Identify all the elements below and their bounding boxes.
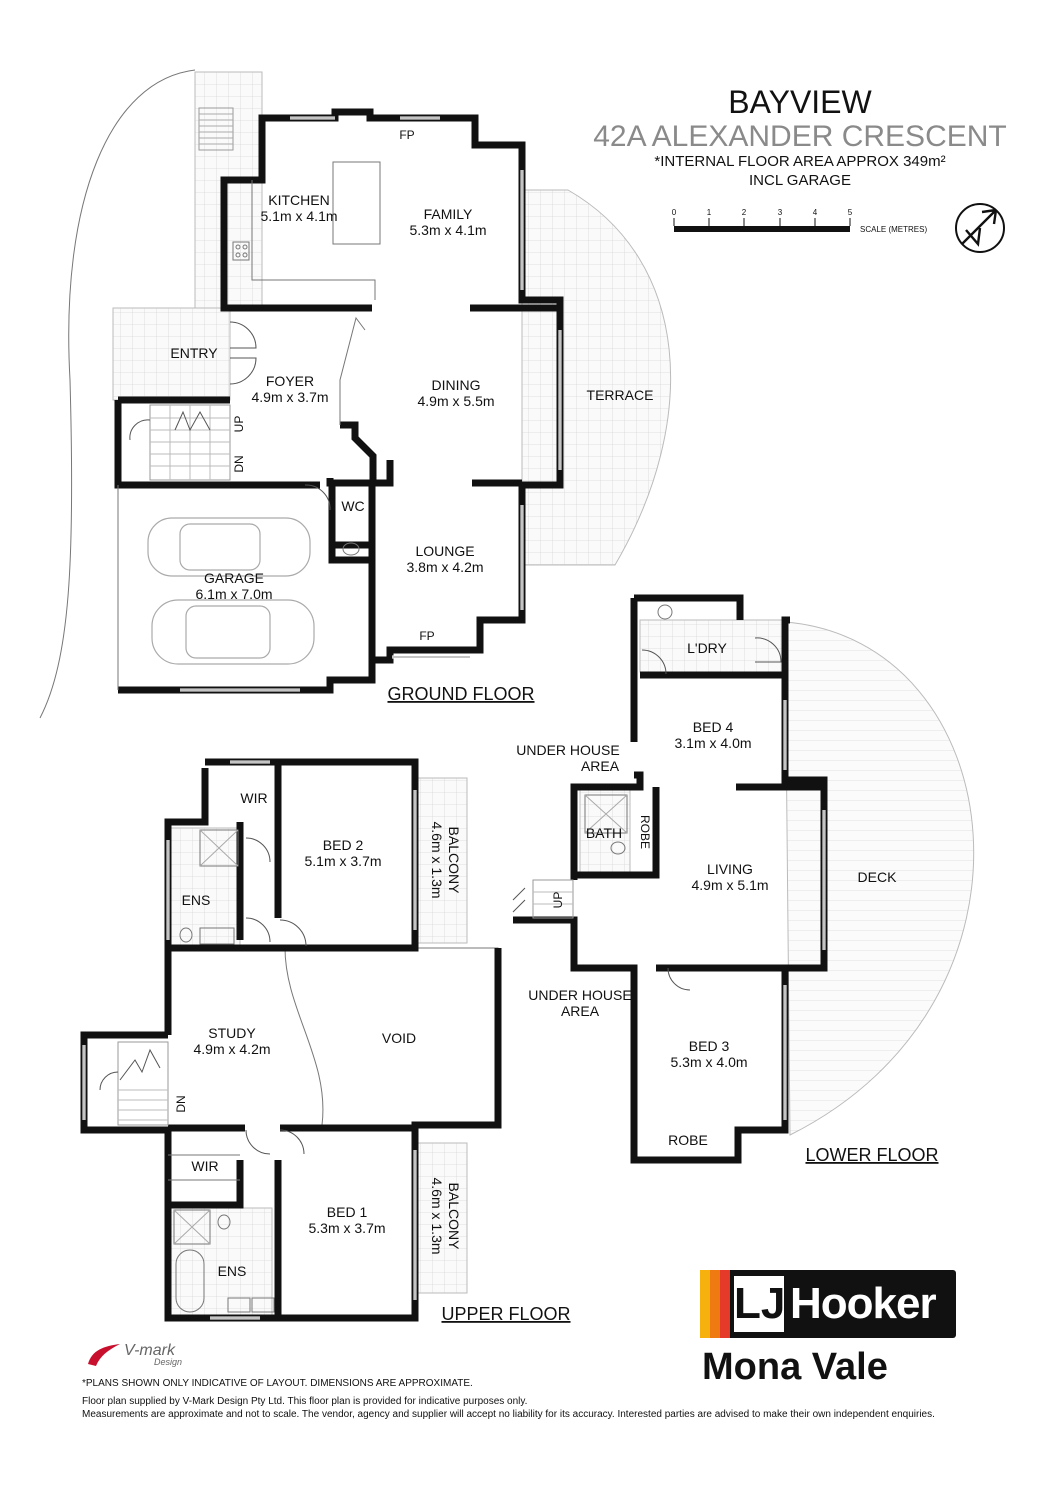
wir-top-label: WIR (240, 790, 267, 806)
scale-tick-2: 2 (742, 208, 747, 217)
family-size: 5.3m x 4.1m (409, 222, 486, 238)
ground-floor-plan: KITCHEN 5.1m x 4.1m FAMILY 5.3m x 4.1m F… (39, 69, 671, 719)
scale-label: SCALE (METRES) (860, 225, 927, 234)
laundry-label: L'DRY (687, 640, 727, 656)
bed2-size: 5.1m x 3.7m (304, 853, 381, 869)
upper-floor-plan: WIR BED 2 5.1m x 3.7m BALCONY 4.6m x 1.3… (80, 758, 571, 1324)
kitchen-label: KITCHEN (268, 192, 329, 208)
study-size: 4.9m x 4.2m (193, 1041, 270, 1057)
robe-side-label: ROBE (638, 815, 652, 849)
lower-floor-title: LOWER FLOOR (805, 1145, 938, 1165)
vmark-logo-sub: Design (154, 1357, 183, 1367)
disclaimer-2: Floor plan supplied by V-Mark Design Pty… (82, 1396, 528, 1407)
entry-label: ENTRY (170, 345, 218, 361)
ground-stairs (129, 404, 231, 481)
balcony-bottom-label: BALCONY (446, 1183, 462, 1251)
upper-stairs-down-label: DN (174, 1095, 188, 1112)
lower-stairs-up-label: UP (551, 892, 565, 909)
terrace-area (521, 189, 671, 566)
dining-label: DINING (432, 377, 481, 393)
garage-cars (147, 517, 315, 665)
bed4-size: 3.1m x 4.0m (674, 735, 751, 751)
scale-tick-5: 5 (848, 208, 853, 217)
bed3-size: 5.3m x 4.0m (670, 1054, 747, 1070)
balcony-top-label: BALCONY (446, 827, 462, 895)
balcony-top (416, 777, 468, 944)
bed1-label: BED 1 (327, 1204, 368, 1220)
scale-bar: 0 1 2 3 4 5 SCALE (METRES) (672, 208, 928, 234)
brand-lj-text: LJ (734, 1276, 785, 1332)
garage-label: GARAGE (204, 570, 264, 586)
dining-size: 4.9m x 5.5m (417, 393, 494, 409)
upper-floor-title: UPPER FLOOR (441, 1304, 570, 1324)
wir-bottom-label: WIR (191, 1158, 218, 1174)
vmark-swoosh-icon (88, 1344, 120, 1366)
bed2-label: BED 2 (323, 837, 364, 853)
balcony-bottom-size: 4.6m x 1.3m (429, 1177, 445, 1254)
header: BAYVIEW 42A ALEXANDER CRESCENT *INTERNAL… (593, 84, 1007, 253)
robe-bottom-label: ROBE (668, 1132, 708, 1148)
stairs-down-label: DN (232, 455, 246, 472)
terrace-label: TERRACE (587, 387, 654, 403)
living-size: 4.9m x 5.1m (691, 877, 768, 893)
garage-size: 6.1m x 7.0m (195, 586, 272, 602)
bed1-size: 5.3m x 3.7m (308, 1220, 385, 1236)
scale-tick-4: 4 (813, 208, 818, 217)
north-arrow-icon (955, 203, 1005, 253)
wc-label: WC (341, 498, 364, 514)
ensuite-bottom-label: ENS (218, 1263, 247, 1279)
family-label: FAMILY (424, 206, 473, 222)
balcony-bottom (416, 1142, 468, 1294)
scale-tick-3: 3 (778, 208, 783, 217)
lower-floor-plan: L'DRY BED 4 3.1m x 4.0m UNDER HOUSE AREA… (512, 594, 975, 1165)
agency-office-name: Mona Vale (702, 1346, 888, 1388)
lounge-size: 3.8m x 4.2m (406, 559, 483, 575)
laundry-tiles (639, 619, 786, 673)
balcony-top-size: 4.6m x 1.3m (429, 821, 445, 898)
fireplace-top-label: FP (399, 128, 414, 142)
void-label: VOID (382, 1030, 416, 1046)
floor-area-incl: INCL GARAGE (749, 172, 851, 189)
property-address: 42A ALEXANDER CRESCENT (593, 120, 1006, 153)
deck-label: DECK (858, 869, 898, 885)
vmark-design-logo: V-mark Design (84, 1340, 224, 1370)
side-path-tiles (194, 71, 263, 309)
bed4-label: BED 4 (693, 719, 734, 735)
foyer-label: FOYER (266, 373, 314, 389)
brand-hooker-text: Hooker (790, 1279, 937, 1328)
kitchen-size: 5.1m x 4.1m (260, 208, 337, 224)
ground-floor-title: GROUND FLOOR (387, 684, 534, 704)
vmark-logo-text: V-mark (124, 1342, 175, 1359)
under-house-2-line2: AREA (561, 1003, 600, 1019)
ensuite-top-tiles (167, 827, 241, 949)
bath-label: BATH (586, 825, 622, 841)
under-house-1-line1: UNDER HOUSE (516, 742, 619, 758)
lounge-label: LOUNGE (415, 543, 474, 559)
brand-color-stripe (700, 1270, 730, 1338)
disclaimer-1: *PLANS SHOWN ONLY INDICATIVE OF LAYOUT. … (82, 1378, 473, 1389)
ensuite-top-label: ENS (182, 892, 211, 908)
external-steps (198, 107, 234, 151)
study-label: STUDY (208, 1025, 256, 1041)
fireplace-bottom-label: FP (419, 629, 434, 643)
scale-tick-1: 1 (707, 208, 712, 217)
ensuite-bottom-tiles (167, 1207, 273, 1316)
property-title: BAYVIEW (728, 84, 872, 120)
foyer-size: 4.9m x 3.7m (251, 389, 328, 405)
scale-tick-0: 0 (672, 208, 677, 217)
stairs-up-label: UP (232, 416, 246, 433)
under-house-1-line2: AREA (581, 758, 620, 774)
floor-area-line: *INTERNAL FLOOR AREA APPROX 349m² (654, 153, 945, 170)
living-label: LIVING (707, 861, 753, 877)
deck-area (784, 621, 975, 1136)
under-house-2-line1: UNDER HOUSE (528, 987, 631, 1003)
bed3-label: BED 3 (689, 1038, 730, 1054)
disclaimer-3: Measurements are approximate and not to … (82, 1409, 935, 1420)
lj-hooker-logo: LJ Hooker (700, 1270, 956, 1338)
